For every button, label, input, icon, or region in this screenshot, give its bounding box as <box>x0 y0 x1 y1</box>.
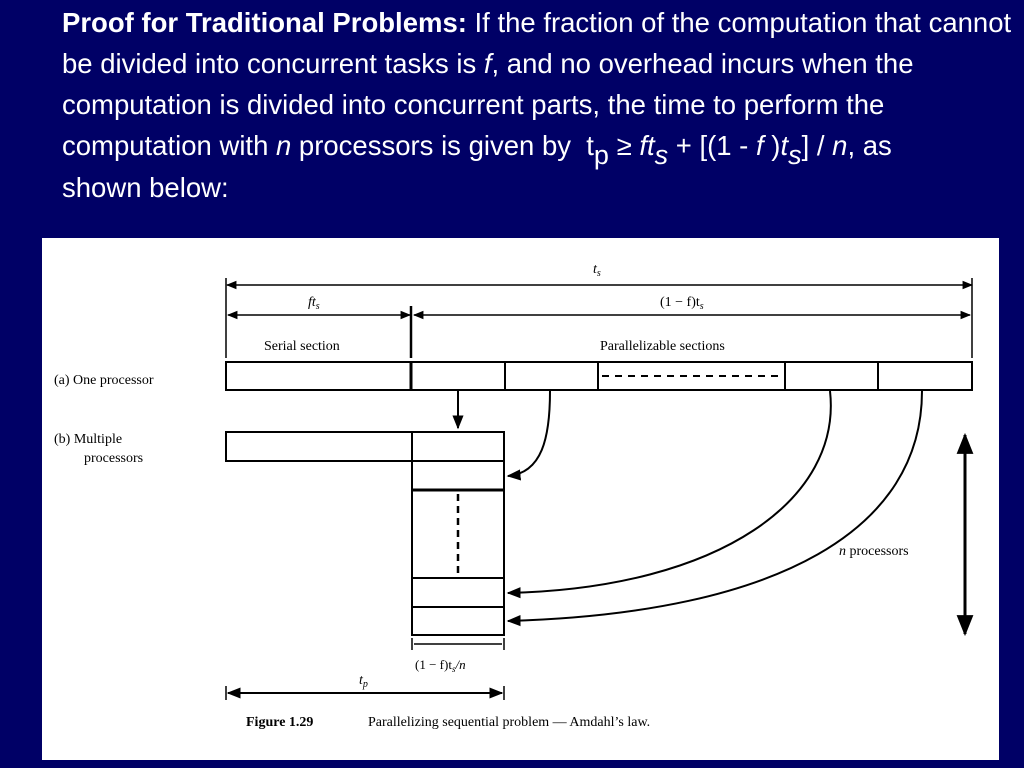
slide-text-3: processors is given by <box>291 130 571 161</box>
one-processor-label: (a) One processor <box>54 373 154 388</box>
fts-label: fts <box>308 295 320 312</box>
formula-t2: t <box>780 130 789 161</box>
serial-section-label: Serial section <box>264 339 340 354</box>
formula-end: , as <box>847 130 892 161</box>
arrow-second-task <box>506 390 551 481</box>
formula-t: t <box>586 130 594 161</box>
formula-ft: ft <box>639 130 655 161</box>
formula-s-sub-2: s <box>788 140 802 170</box>
parallel-ts-label: (1 − f)ts <box>660 295 704 312</box>
formula-plus: + [(1 - <box>668 130 756 161</box>
amdahl-diagram: ts fts (1 − f)ts Serial section Parallel… <box>54 262 974 730</box>
ts-top-label: ts <box>593 262 601 279</box>
arrow-fourth-task <box>506 390 832 599</box>
bottom-fraction-label: (1 − f)ts/n <box>415 657 466 674</box>
formula-geq: ≥ <box>608 130 640 161</box>
multiple-processors-label-1: (b) Multiple <box>54 432 122 447</box>
formula: tp ≥ fts + [(1 - f )ts] / n, as <box>586 130 892 170</box>
slide-heading: Proof for Traditional Problems: <box>62 7 467 38</box>
figure-panel: ts fts (1 − f)ts Serial section Parallel… <box>42 238 999 760</box>
slide-text-4: shown below: <box>62 172 229 203</box>
n-processors-label: n processors <box>839 544 909 559</box>
formula-n: n <box>832 130 848 161</box>
multiple-processors-label-2: processors <box>84 451 143 466</box>
var-n: n <box>276 130 292 161</box>
arrow-fifth-task <box>506 390 923 627</box>
multi-parallel-stack <box>411 431 505 636</box>
formula-s-sub-1: s <box>654 140 669 170</box>
slide-text-1: If the fraction of the computation that … <box>62 7 1012 79</box>
formula-close: ] / <box>801 130 833 161</box>
var-f: f <box>483 48 492 79</box>
slide-text-2: , and no overhead incurs when the comput… <box>62 48 914 161</box>
caption-label: Figure 1.29 <box>246 715 313 730</box>
tp-label: tp <box>359 673 368 690</box>
formula-p-sub: p <box>593 140 609 170</box>
parallelizable-sections-label: Parallelizable sections <box>600 339 725 354</box>
slide-body-text: Proof for Traditional Problems: If the f… <box>62 2 1012 208</box>
formula-paren: ) <box>763 130 781 161</box>
formula-f: f <box>755 130 764 161</box>
caption-text: Parallelizing sequential problem — Amdah… <box>368 715 650 730</box>
multi-serial-bar <box>225 431 413 462</box>
